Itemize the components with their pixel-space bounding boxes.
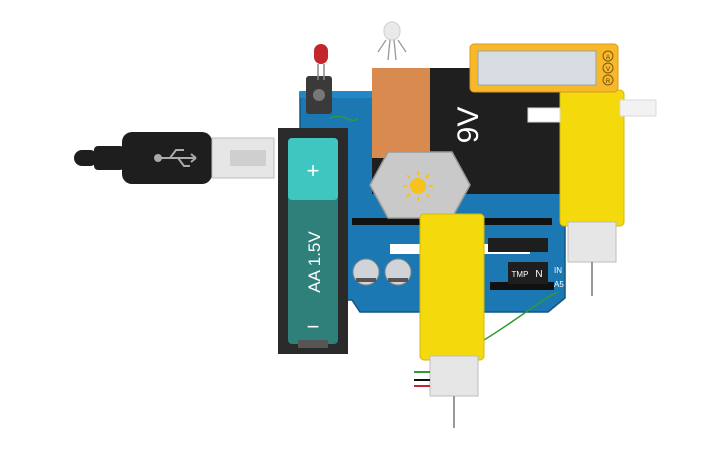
capacitor	[352, 258, 412, 286]
battery-aa-label: AA 1.5V	[305, 231, 324, 293]
usb-icon	[154, 149, 197, 167]
led-red[interactable]	[314, 44, 328, 80]
chip	[488, 238, 548, 252]
battery-aa-plus: +	[307, 158, 320, 183]
pin-label-in: IN	[554, 266, 562, 275]
wires	[329, 115, 559, 341]
header-pins-bottom	[490, 282, 554, 290]
sun-icon	[403, 171, 433, 201]
temp-sensor-label: TMP	[512, 270, 529, 279]
battery-9v-label: 9V	[452, 107, 485, 144]
gear-motor-right[interactable]	[527, 89, 657, 296]
multimeter[interactable]: A V R	[469, 43, 619, 93]
mode-a-label: A	[606, 55, 610, 61]
transistor[interactable]: N	[530, 262, 548, 284]
pushbutton[interactable]	[306, 76, 332, 114]
usb-cable[interactable]	[74, 132, 275, 184]
battery-aa[interactable]: + AA 1.5V −	[278, 128, 348, 354]
battery-aa-minus: −	[307, 314, 320, 339]
temp-sensor[interactable]: TMP	[508, 262, 532, 284]
transistor-label: N	[535, 269, 542, 280]
led-rgb[interactable]	[377, 21, 407, 61]
mode-v-label: V	[606, 67, 610, 73]
dc-motor[interactable]	[369, 151, 471, 219]
gear-motor-center[interactable]	[414, 213, 485, 428]
multimeter-mode-buttons[interactable]: A V R	[602, 50, 614, 86]
mode-r-label: R	[606, 79, 611, 85]
pin-label-a5: A5	[554, 280, 564, 289]
